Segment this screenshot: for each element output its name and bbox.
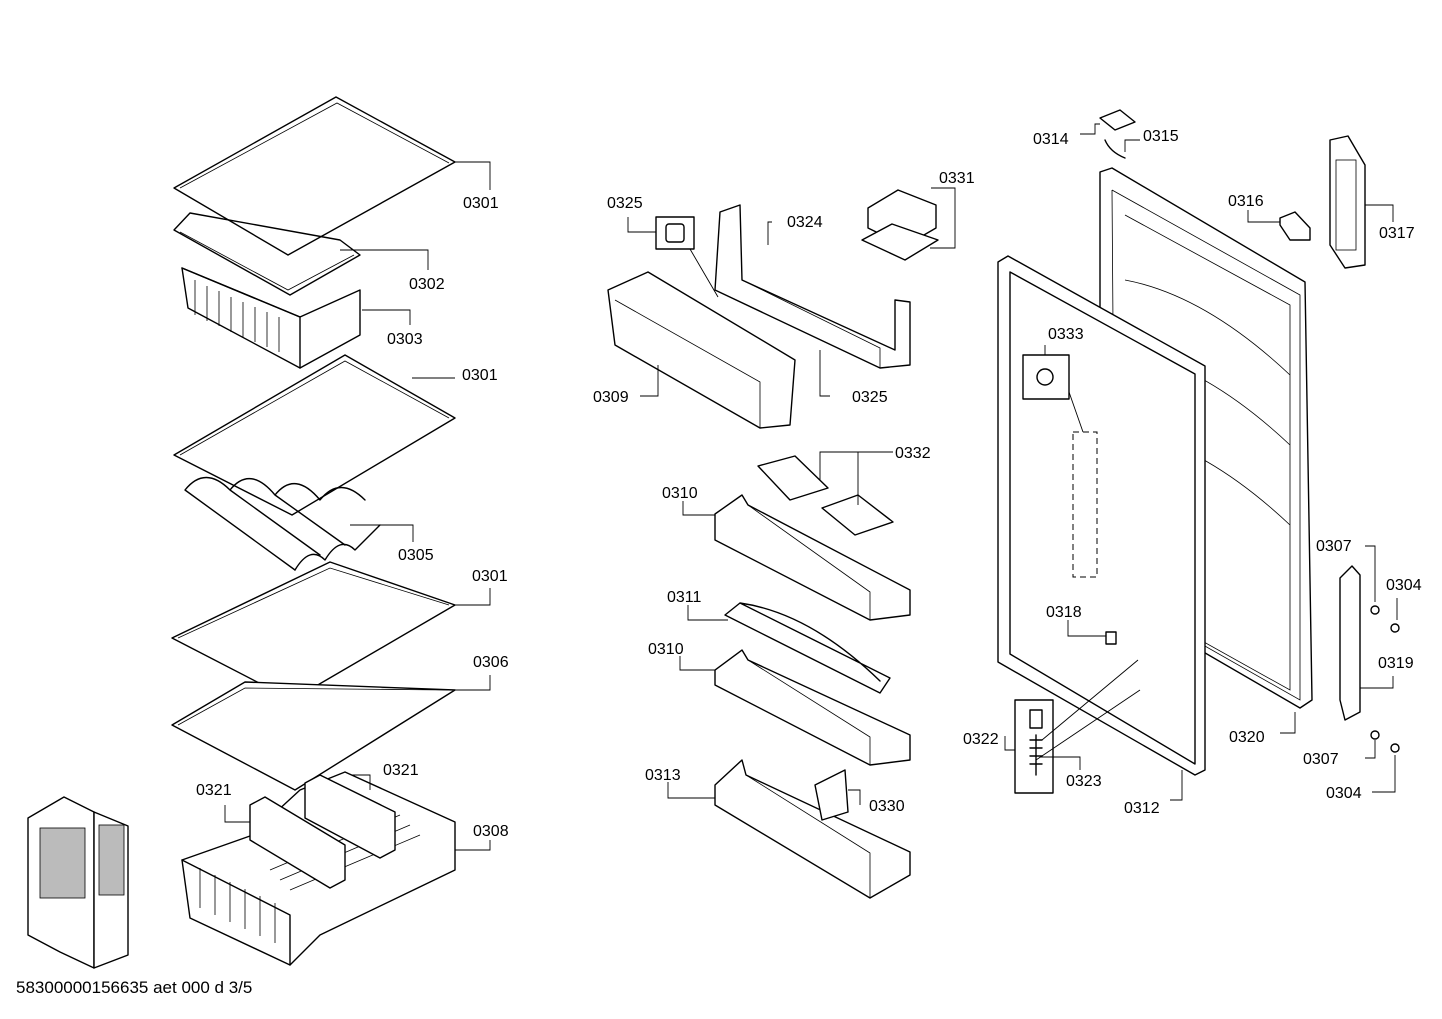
hinge-plate-0317 xyxy=(1329,135,1366,269)
screws-0307-0304 xyxy=(1370,605,1400,753)
door-shelf-0310-lower xyxy=(714,649,911,766)
callout-0317: 0317 xyxy=(1379,225,1415,242)
bottle-stop-0330 xyxy=(814,769,849,821)
callout-0307-b: 0307 xyxy=(1303,751,1339,768)
callout-0310-b: 0310 xyxy=(648,641,684,658)
callout-0316: 0316 xyxy=(1228,193,1264,210)
leader-lines xyxy=(224,123,1398,851)
bottle-rack-0305 xyxy=(184,476,381,571)
callout-0320: 0320 xyxy=(1229,729,1265,746)
callout-0325-a: 0325 xyxy=(607,195,643,212)
callout-0319: 0319 xyxy=(1378,655,1414,672)
divider-0321-left xyxy=(249,796,346,889)
callout-0304-b: 0304 xyxy=(1326,785,1362,802)
spring-0315 xyxy=(1104,139,1126,159)
shelf-frame-0302 xyxy=(173,212,361,296)
callout-0304-a: 0304 xyxy=(1386,577,1422,594)
callout-0325-b: 0325 xyxy=(852,389,888,406)
crisper-drawer-0303 xyxy=(181,267,361,369)
callout-0322: 0322 xyxy=(963,731,999,748)
callout-0333: 0333 xyxy=(1048,326,1084,343)
clip-0325-top xyxy=(655,216,695,250)
hinge-cover-0314 xyxy=(1099,109,1136,131)
appliance-thumbnail xyxy=(27,796,129,969)
callout-0318: 0318 xyxy=(1046,604,1082,621)
callout-0312: 0312 xyxy=(1124,800,1160,817)
callout-0321-b: 0321 xyxy=(383,762,419,779)
callout-0308: 0308 xyxy=(473,823,509,840)
shelf-0301-top xyxy=(173,96,456,256)
callout-0311: 0311 xyxy=(667,589,702,606)
callout-0301-b: 0301 xyxy=(462,367,498,384)
callout-0310-a: 0310 xyxy=(662,485,698,502)
door-shelf-0313 xyxy=(714,759,911,899)
bracket-0316 xyxy=(1279,211,1311,241)
egg-trays-0332 xyxy=(757,455,894,536)
drawing-reference-number: 58300000156635 aet 000 d 3/5 xyxy=(16,978,253,997)
fixing-detail-0322-0323 xyxy=(1014,699,1054,794)
callout-0309: 0309 xyxy=(593,389,629,406)
callout-0314: 0314 xyxy=(1033,131,1069,148)
door-shelf-0324 xyxy=(714,204,911,369)
door-handle-0319 xyxy=(1339,565,1361,721)
callout-0331: 0331 xyxy=(939,170,975,187)
screw-0318 xyxy=(1105,631,1117,645)
dashed-guide xyxy=(1072,431,1098,578)
callout-0323: 0323 xyxy=(1066,773,1102,790)
callout-0301-c: 0301 xyxy=(472,568,508,585)
shelf-0301-lower xyxy=(171,561,456,701)
callout-0305: 0305 xyxy=(398,547,434,564)
divider-0321-right xyxy=(304,774,396,859)
callout-0303: 0303 xyxy=(387,331,423,348)
callout-0330: 0330 xyxy=(869,798,905,815)
butter-compartment-0309 xyxy=(607,271,796,429)
door-shelf-0310-upper xyxy=(714,494,911,621)
callout-0332: 0332 xyxy=(895,445,931,462)
small-box-0331 xyxy=(861,189,939,261)
callout-0307-a: 0307 xyxy=(1316,538,1352,555)
bushing-detail-0333 xyxy=(1022,354,1070,400)
callout-0321-a: 0321 xyxy=(196,782,232,799)
callout-0306: 0306 xyxy=(473,654,509,671)
shelf-rail-0311 xyxy=(724,602,891,694)
shelf-0301-middle xyxy=(173,354,456,516)
callout-0324: 0324 xyxy=(787,214,823,231)
callout-0313: 0313 xyxy=(645,767,681,784)
callout-0315: 0315 xyxy=(1143,128,1179,145)
callout-labels: 0301 0302 0303 0301 0305 0301 0306 0321 … xyxy=(196,128,1422,840)
callout-0302: 0302 xyxy=(409,276,445,293)
callout-0301-a: 0301 xyxy=(463,195,499,212)
